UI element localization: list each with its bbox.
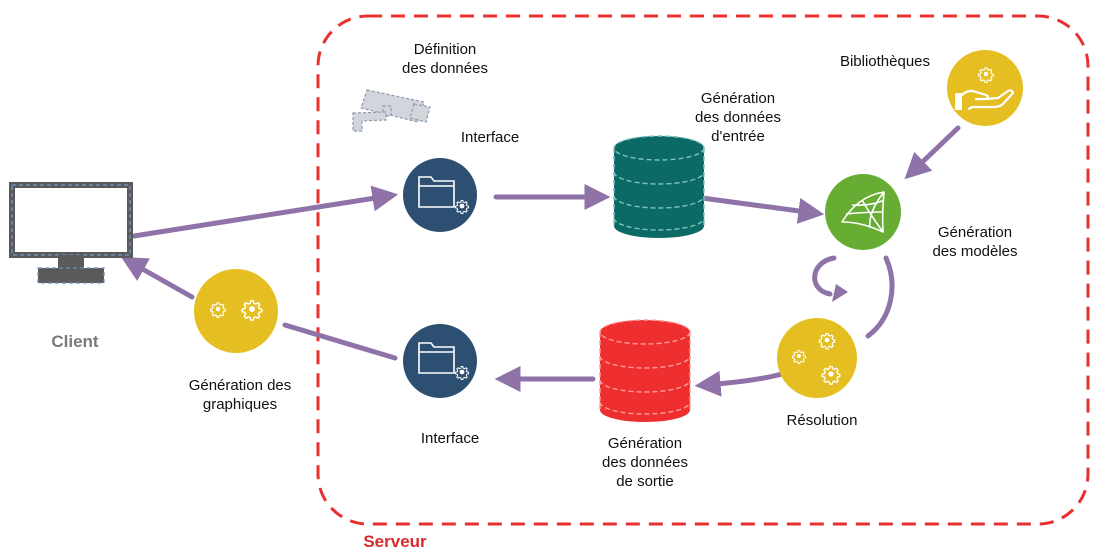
label-line: Génération <box>607 435 683 452</box>
arrow-graphics-to-client <box>120 256 195 300</box>
label-line: Génération <box>937 224 1013 241</box>
model-node[interactable] <box>825 174 901 250</box>
input-database[interactable] <box>613 135 705 238</box>
label-line: des données <box>695 109 781 126</box>
label-generation-modeles: Génération des modèles <box>910 223 1040 261</box>
interface-node-top[interactable] <box>403 158 477 232</box>
library-node[interactable] <box>947 50 1023 126</box>
arrow-interface-to-graphics <box>282 322 398 361</box>
monitor-icon[interactable] <box>9 182 133 284</box>
label-line: graphiques <box>202 396 278 413</box>
label-line: des modèles <box>932 243 1018 260</box>
interface-node-bottom[interactable] <box>403 324 477 398</box>
mesh-icon <box>841 191 885 233</box>
label-line: Interface <box>420 430 480 447</box>
cycle-arrow-icon <box>812 255 848 302</box>
resolution-node[interactable] <box>777 318 857 398</box>
arrow-resolution-to-output-db <box>694 370 785 397</box>
label-generation-sortie: Génération des données de sortie <box>585 434 705 491</box>
label-line: de sortie <box>616 473 674 490</box>
label-line: Génération des <box>188 377 292 394</box>
graphics-node[interactable] <box>194 269 278 353</box>
label-generation-graphiques: Génération des graphiques <box>165 376 315 414</box>
label-interface-bottom: Interface <box>395 429 505 448</box>
label-serveur: Serveur <box>340 532 450 551</box>
folder-gear-icon <box>418 176 469 214</box>
security-camera-icon <box>352 89 431 132</box>
label-resolution: Résolution <box>767 411 877 430</box>
label-line: Génération <box>700 90 776 107</box>
hand-gear-icon <box>955 67 1015 111</box>
label-line: Définition <box>413 41 477 58</box>
label-line: Bibliothèques <box>839 53 931 70</box>
label-line: des données <box>402 60 488 77</box>
label-bibliotheques: Bibliothèques <box>820 52 950 71</box>
label-client: Client <box>20 332 130 351</box>
label-line: Client <box>51 332 99 351</box>
label-line: des données <box>602 454 688 471</box>
arrow-input-db-to-model <box>699 195 825 224</box>
flow-arrows <box>120 125 961 397</box>
label-line: Résolution <box>786 412 858 429</box>
arrow-client-to-interface <box>131 185 399 239</box>
arrow-model-to-resolution <box>865 255 895 339</box>
label-definition-donnees: Définition des données <box>385 40 505 78</box>
output-database[interactable] <box>599 319 691 422</box>
label-line: Serveur <box>363 532 427 551</box>
label-interface-top: Interface <box>435 128 545 147</box>
label-line: Interface <box>460 129 520 146</box>
label-line: d'entrée <box>711 128 765 145</box>
label-generation-entree: Génération des données d'entrée <box>683 89 793 146</box>
arrow-library-to-model <box>904 125 961 180</box>
server-boundary <box>316 14 1090 526</box>
folder-gear-icon <box>418 342 469 380</box>
